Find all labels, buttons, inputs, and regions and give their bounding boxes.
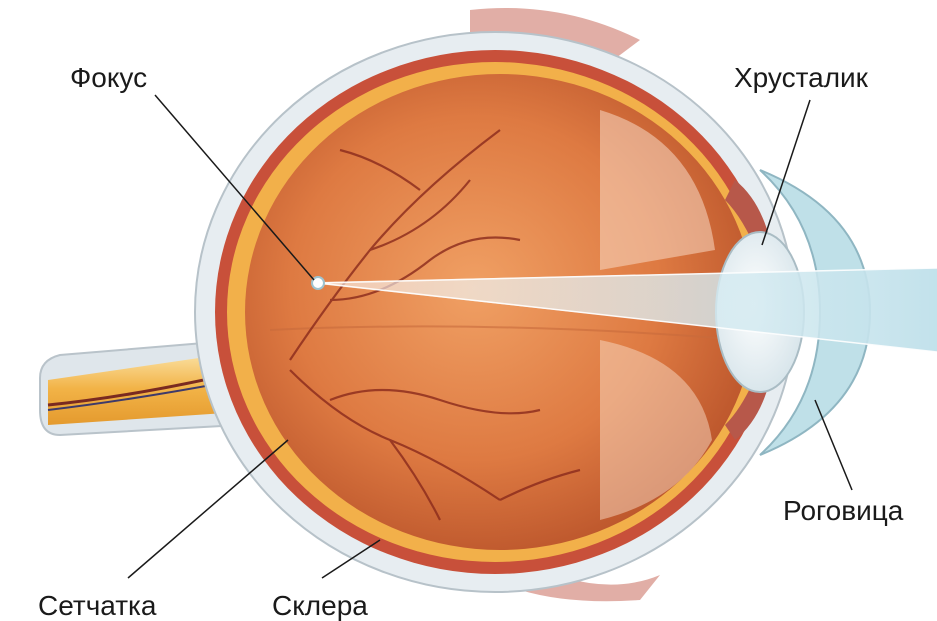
label-lens: Хрусталик — [734, 64, 868, 92]
label-cornea: Роговица — [783, 497, 903, 525]
label-retina: Сетчатка — [38, 592, 157, 620]
label-sclera: Склера — [272, 592, 368, 620]
leader-cornea — [815, 400, 852, 490]
leader-retina — [128, 440, 288, 578]
label-focus: Фокус — [70, 64, 147, 92]
